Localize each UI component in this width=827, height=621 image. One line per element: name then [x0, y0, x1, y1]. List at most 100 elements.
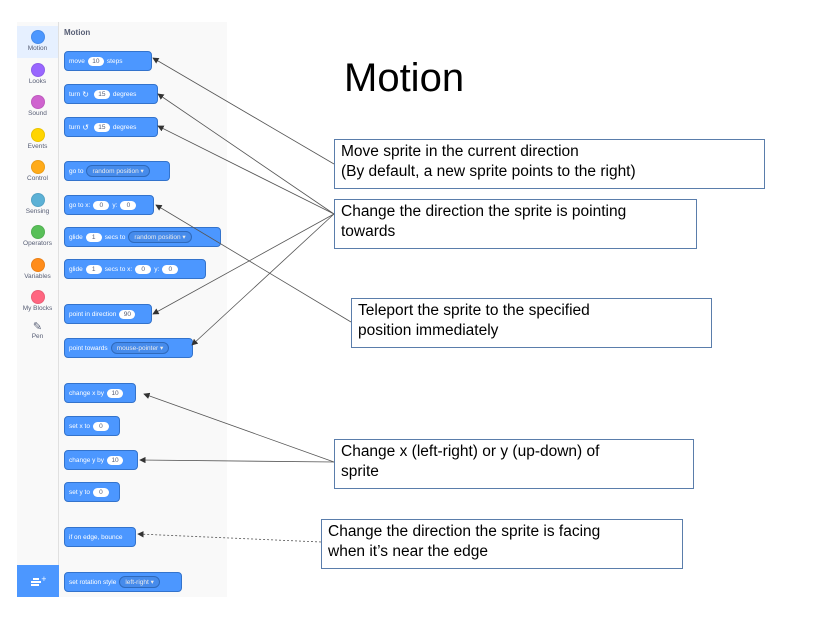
- degrees-input[interactable]: 15: [93, 122, 110, 132]
- category-color-dot: [30, 30, 45, 44]
- note-line: Change the direction the sprite is facin…: [328, 523, 601, 540]
- target-dropdown[interactable]: random position: [128, 231, 192, 243]
- block-text: y:: [112, 201, 118, 209]
- block-text: y:: [154, 265, 160, 273]
- category-operators[interactable]: Operators: [17, 221, 58, 253]
- category-color-dot: [30, 290, 45, 304]
- secs-input[interactable]: 1: [85, 264, 102, 274]
- arrow-point-towards: [191, 213, 335, 346]
- category-control[interactable]: Control: [17, 156, 58, 188]
- turn-right-block[interactable]: turn ↻ 15 degrees: [64, 84, 158, 104]
- y-value-input[interactable]: 0: [92, 487, 109, 497]
- note-line: Change x (left-right) or y (up-down) of: [341, 443, 600, 460]
- bounce-block[interactable]: if on edge, bounce: [64, 527, 136, 547]
- style-dropdown[interactable]: left-right: [119, 576, 160, 588]
- note-move: Move sprite in the current direction (By…: [334, 139, 765, 189]
- arrow-move: [152, 57, 335, 165]
- block-text: set x to: [69, 422, 90, 430]
- category-color-dot: [30, 127, 45, 142]
- note-line: towards: [341, 223, 396, 240]
- category-label: Pen: [31, 332, 44, 340]
- category-color-dot: [30, 62, 45, 77]
- set-x-block[interactable]: set x to 0: [64, 416, 120, 436]
- palette-section-title: Motion: [64, 28, 91, 37]
- go-to-xy-block[interactable]: go to x: 0 y: 0: [64, 195, 154, 215]
- category-color-dot: [30, 192, 45, 207]
- pen-icon: ✎: [32, 320, 43, 333]
- y-input[interactable]: 0: [162, 264, 179, 274]
- category-events[interactable]: Events: [17, 124, 58, 156]
- category-color-dot: [30, 225, 45, 239]
- rotation-style-block[interactable]: set rotation style left-right: [64, 572, 182, 592]
- category-label: Control: [27, 175, 48, 182]
- add-extension-button[interactable]: +: [17, 565, 59, 597]
- category-label: Events: [27, 142, 48, 150]
- note-line: Teleport the sprite to the specified: [358, 302, 590, 319]
- category-label: Operators: [23, 240, 52, 247]
- x-value-input[interactable]: 0: [92, 421, 109, 431]
- block-text: glide: [69, 233, 83, 241]
- arrow-point-direction: [152, 213, 335, 315]
- category-label: Motion: [27, 45, 48, 52]
- arrow-go-to-xy: [155, 204, 352, 323]
- glide-xy-block[interactable]: glide 1 secs to x: 0 y: 0: [64, 259, 206, 279]
- note-line: Change the direction the sprite is point…: [341, 203, 627, 220]
- block-text: degrees: [112, 90, 137, 98]
- block-text: set y to: [69, 488, 90, 496]
- block-text: change x by: [69, 389, 105, 397]
- block-text: point in direction: [69, 310, 117, 318]
- arrow-change-x: [143, 392, 335, 463]
- steps-input[interactable]: 10: [87, 56, 104, 66]
- target-dropdown[interactable]: mouse-pointer: [110, 342, 170, 354]
- block-text: point towards: [69, 344, 108, 352]
- change-x-block[interactable]: change x by 10: [64, 383, 136, 403]
- category-label: Looks: [28, 77, 47, 85]
- change-y-block[interactable]: change y by 10: [64, 450, 138, 470]
- block-text: turn: [69, 90, 81, 98]
- note-line: position immediately: [358, 322, 499, 339]
- category-sensing[interactable]: Sensing: [17, 189, 58, 221]
- x-input[interactable]: 0: [93, 200, 110, 210]
- set-y-block[interactable]: set y to 0: [64, 482, 120, 502]
- category-motion[interactable]: Motion: [17, 26, 58, 58]
- category-pen[interactable]: ✎Pen: [17, 319, 58, 351]
- y-input[interactable]: 0: [120, 200, 137, 210]
- category-color-dot: [30, 95, 45, 109]
- degrees-input[interactable]: 15: [93, 89, 110, 99]
- category-looks[interactable]: Looks: [17, 59, 58, 91]
- block-text: change y by: [69, 456, 105, 464]
- block-text: if on edge, bounce: [69, 533, 123, 541]
- block-text: glide: [69, 265, 83, 273]
- svg-text:+: +: [41, 575, 46, 583]
- go-to-block[interactable]: go to random position: [64, 161, 170, 181]
- block-text: set rotation style: [69, 578, 117, 586]
- note-line: (By default, a new sprite points to the …: [341, 163, 636, 180]
- category-sound[interactable]: Sound: [17, 91, 58, 123]
- category-my-blocks[interactable]: My Blocks: [17, 286, 58, 318]
- point-in-direction-block[interactable]: point in direction 90: [64, 304, 152, 324]
- point-towards-block[interactable]: point towards mouse-pointer: [64, 338, 193, 358]
- direction-input[interactable]: 90: [119, 309, 136, 319]
- category-color-dot: [30, 257, 45, 272]
- x-input[interactable]: 0: [135, 264, 152, 274]
- note-edge: Change the direction the sprite is facin…: [321, 519, 683, 569]
- x-change-input[interactable]: 10: [107, 388, 124, 398]
- block-text: turn: [69, 123, 81, 131]
- block-text: move: [69, 57, 85, 65]
- turn-left-block[interactable]: turn ↺ 15 degrees: [64, 117, 158, 137]
- extension-icon: +: [31, 575, 46, 586]
- page-title: Motion: [344, 56, 465, 100]
- block-text: go to: [69, 167, 84, 175]
- move-steps-block[interactable]: move 10 steps: [64, 51, 152, 71]
- y-change-input[interactable]: 10: [107, 455, 124, 465]
- arrow-turn-right: [157, 93, 335, 215]
- glide-to-block[interactable]: glide 1 secs to random position: [64, 227, 221, 247]
- arrow-change-y: [139, 456, 335, 464]
- target-dropdown[interactable]: random position: [86, 165, 150, 177]
- secs-input[interactable]: 1: [85, 232, 102, 242]
- category-label: Sensing: [25, 207, 50, 215]
- note-teleport: Teleport the sprite to the specified pos…: [351, 298, 712, 348]
- category-label: My Blocks: [22, 305, 53, 312]
- category-variables[interactable]: Variables: [17, 254, 58, 286]
